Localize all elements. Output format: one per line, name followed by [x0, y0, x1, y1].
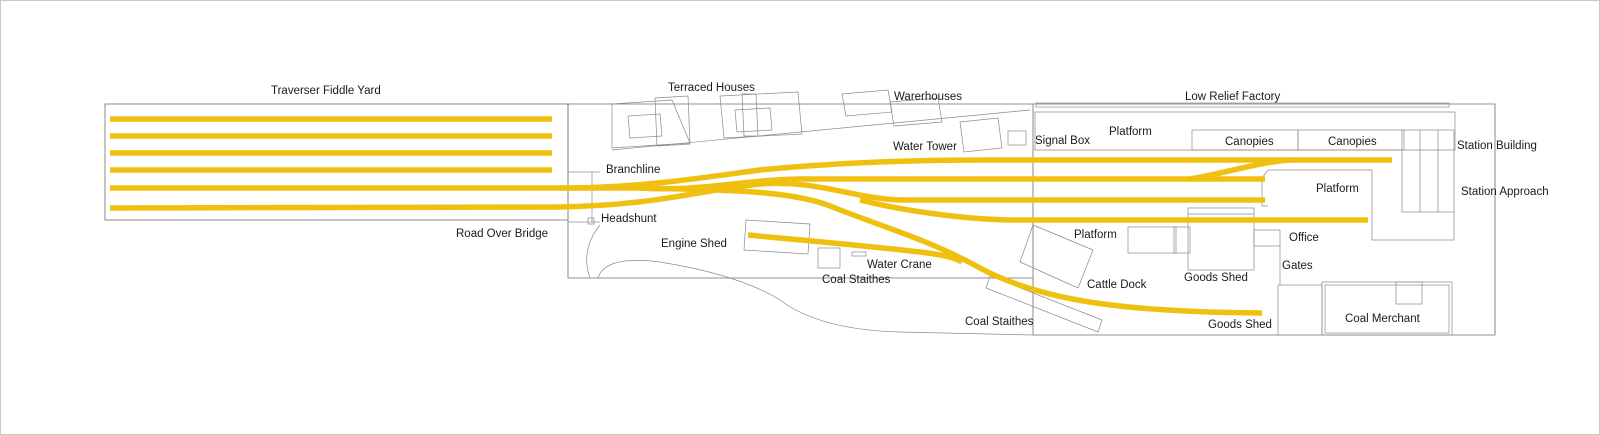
label-station-building: Station Building [1457, 140, 1537, 152]
office-shape [1253, 229, 1281, 247]
station-group [1191, 129, 1455, 241]
house-block [741, 93, 759, 137]
label-signal-box: Signal Box [1035, 135, 1090, 147]
goods-branch [639, 185, 1263, 316]
terraced-houses [611, 91, 1031, 151]
warehouse-block [889, 97, 943, 127]
main-line-lower [559, 180, 1265, 210]
platform-loop [859, 197, 1368, 223]
factory-yard [1034, 111, 1456, 151]
label-road-over-bridge: Road Over Bridge [456, 228, 548, 240]
warehouse-block [841, 89, 893, 117]
goods-yard [985, 207, 1453, 336]
canopy-2 [1297, 129, 1405, 151]
label-gates: Gates [1282, 260, 1313, 272]
fiddle-road-6 [109, 204, 561, 211]
platform-edge [1261, 169, 1269, 207]
retaining-wall [611, 109, 1031, 151]
label-branchline: Branchline [606, 164, 660, 176]
label-warehouses: Warerhouses [894, 91, 962, 103]
house-block [627, 113, 663, 139]
label-platform-right: Platform [1316, 183, 1359, 195]
factory-strip [1035, 102, 1450, 108]
label-headshunt: Headshunt [601, 213, 657, 225]
main-line-upper [559, 157, 1392, 191]
label-goods-shed-2: Goods Shed [1208, 319, 1272, 331]
label-terraced-houses: Terraced Houses [668, 82, 755, 94]
warehouses-group [841, 89, 1027, 153]
label-traverser-fiddle-yard: Traverser Fiddle Yard [271, 85, 381, 97]
crossover-spur [1189, 157, 1291, 182]
engine-shed-group [743, 219, 867, 269]
low-relief-factory [1034, 102, 1456, 151]
coal-merchant-inner [1324, 284, 1450, 334]
coal-merchant-office [1395, 281, 1423, 305]
station-approach-outline [1268, 169, 1455, 241]
coal-staithes-shape [817, 247, 841, 269]
coal-staithes-2-shape [985, 275, 1103, 333]
label-platform-bottom: Platform [1074, 229, 1117, 241]
road-over-bridge [567, 171, 593, 223]
gates-shape [1277, 284, 1323, 336]
label-water-tower: Water Tower [893, 141, 957, 153]
cattle-dock-shape [1019, 224, 1094, 289]
curve-edge [586, 224, 601, 279]
label-canopies-2: Canopies [1328, 136, 1377, 148]
engine-shed-road [747, 232, 964, 265]
water-tower-shape [959, 117, 1003, 153]
label-platform-top: Platform [1109, 126, 1152, 138]
office-block [1173, 226, 1191, 254]
office-block [1127, 226, 1177, 254]
track-layer [109, 116, 1392, 316]
label-canopies-1: Canopies [1225, 136, 1274, 148]
house-block [734, 107, 773, 133]
label-station-approach: Station Approach [1461, 186, 1549, 198]
house-block [654, 95, 691, 147]
label-coal-staithes-1: Coal Staithes [822, 274, 891, 286]
label-coal-merchant: Coal Merchant [1345, 313, 1421, 325]
signal-box-shape [1007, 130, 1027, 146]
station-building-shape [1401, 129, 1455, 213]
curve-edge [597, 260, 1034, 336]
headshunt-stop [587, 217, 595, 225]
labels: Traverser Fiddle Yard Road Over Bridge T… [271, 82, 1549, 331]
label-engine-shed: Engine Shed [661, 238, 727, 250]
label-goods-shed-1: Goods Shed [1184, 272, 1248, 284]
label-cattle-dock: Cattle Dock [1087, 279, 1147, 291]
house-block [719, 91, 803, 139]
label-water-crane: Water Crane [867, 259, 932, 271]
label-office: Office [1289, 232, 1319, 244]
label-low-relief-factory: Low Relief Factory [1185, 91, 1280, 103]
label-coal-staithes-2: Coal Staithes [965, 316, 1034, 328]
coal-merchant-shape [1321, 281, 1453, 336]
water-crane-shape [851, 251, 867, 257]
house-block [611, 99, 691, 149]
bridge-area [567, 171, 600, 225]
lower-curves [586, 224, 1034, 336]
engine-shed-shape [743, 219, 811, 255]
